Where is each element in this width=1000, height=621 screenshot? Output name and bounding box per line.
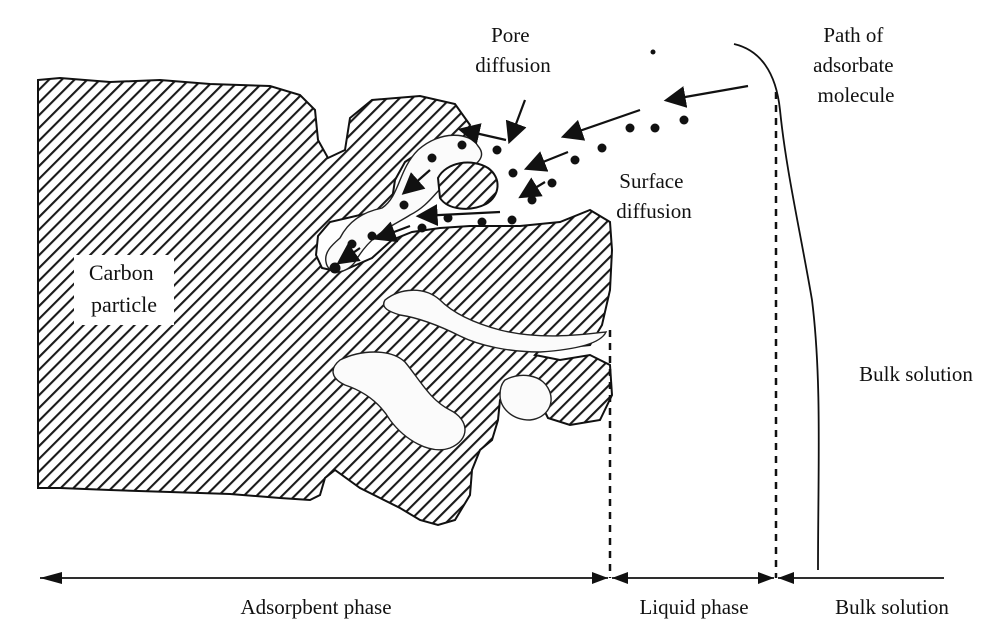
path-of-adsorbate-label: Path of adsorbate molecule (813, 23, 899, 107)
bulk-solution-phase-label: Bulk solution (835, 595, 949, 619)
surface-diffusion-label: Surface diffusion (616, 169, 692, 223)
pore-label: Pore diffusion (475, 23, 551, 77)
pore-void-right (500, 375, 551, 420)
liquid-phase-label: Liquid phase (639, 595, 748, 619)
pore-island (438, 163, 498, 209)
adsorbent-phase-label: Adsorpbent phase (240, 595, 391, 619)
phase-axis (40, 572, 944, 584)
bulk-solution-label-right: Bulk solution (859, 362, 973, 386)
